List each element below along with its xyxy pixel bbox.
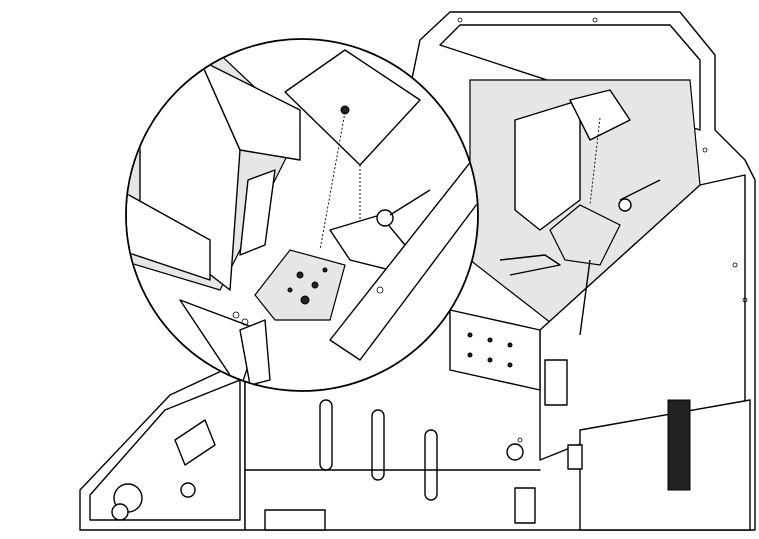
panel-key <box>180 482 196 498</box>
circuit-board <box>549 204 621 266</box>
panel-switch <box>174 419 216 466</box>
knob <box>506 443 524 461</box>
board-cover-plate <box>284 49 421 166</box>
side-handle <box>544 359 568 406</box>
board-cover <box>569 89 631 141</box>
module-box <box>514 99 581 231</box>
front-slots <box>319 399 438 501</box>
side-connector <box>239 169 276 256</box>
circuit-board-detail <box>254 249 346 321</box>
vent-grille <box>667 399 691 491</box>
connector-port <box>514 487 536 524</box>
panel-edge <box>329 149 477 361</box>
latch <box>567 444 583 470</box>
magnified-detail-circle <box>125 38 479 392</box>
panel-dial <box>111 503 129 521</box>
machine-housing <box>244 11 756 531</box>
control-panel <box>79 359 246 531</box>
